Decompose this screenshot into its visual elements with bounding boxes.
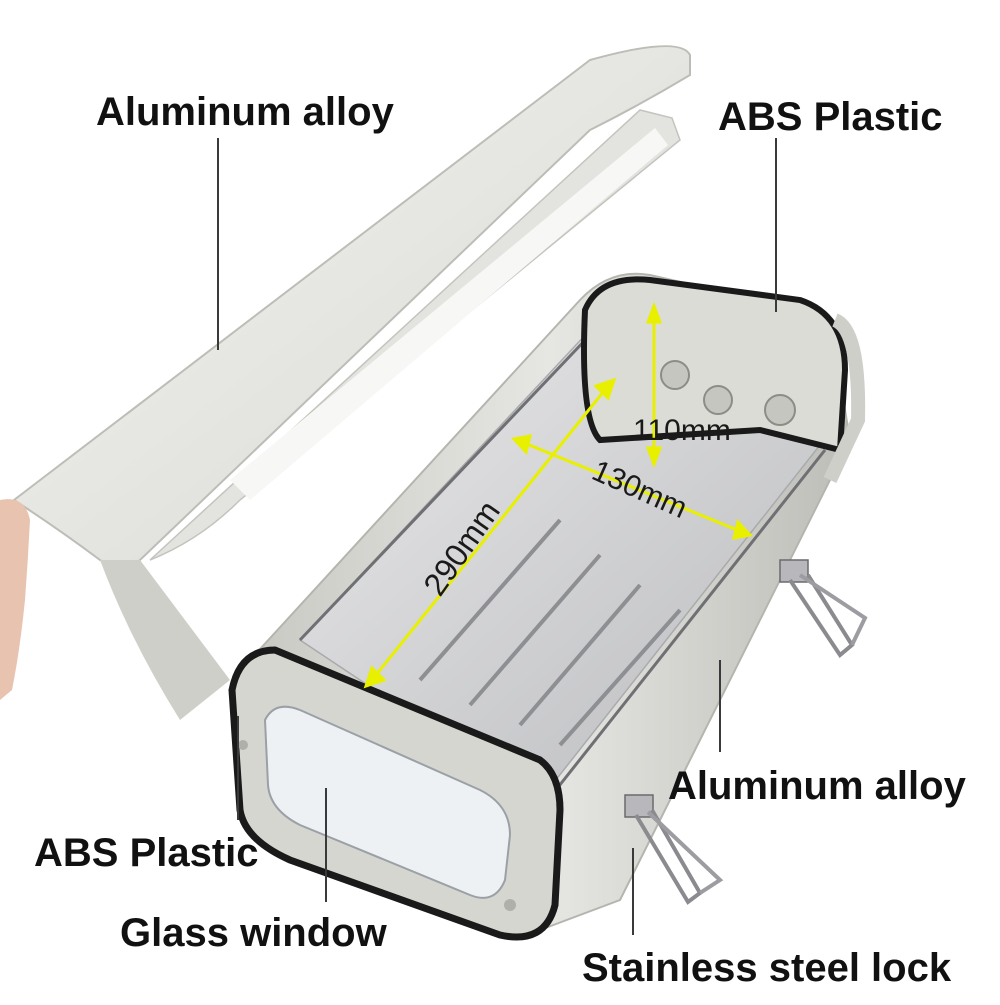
- leader-lines: [217, 138, 777, 935]
- front-end-cap: [228, 646, 564, 941]
- dimension-arrows: [363, 301, 753, 689]
- stainless-steel-lock-lower: [624, 794, 724, 905]
- glass-window: [263, 705, 512, 899]
- label-aluminum-alloy-right: Aluminum alloy: [668, 764, 966, 808]
- label-abs-plastic-bottom: ABS Plastic: [34, 831, 259, 875]
- label-stainless-steel-lock: Stainless steel lock: [582, 946, 952, 990]
- dimension-height-label: 110mm: [633, 414, 731, 447]
- hand: [0, 499, 30, 700]
- label-abs-plastic-top: ABS Plastic: [718, 95, 943, 139]
- stainless-steel-lock-upper: [779, 559, 868, 658]
- label-aluminum-alloy-top: Aluminum alloy: [96, 90, 394, 134]
- sunshield: [12, 45, 691, 720]
- label-glass-window: Glass window: [120, 911, 387, 955]
